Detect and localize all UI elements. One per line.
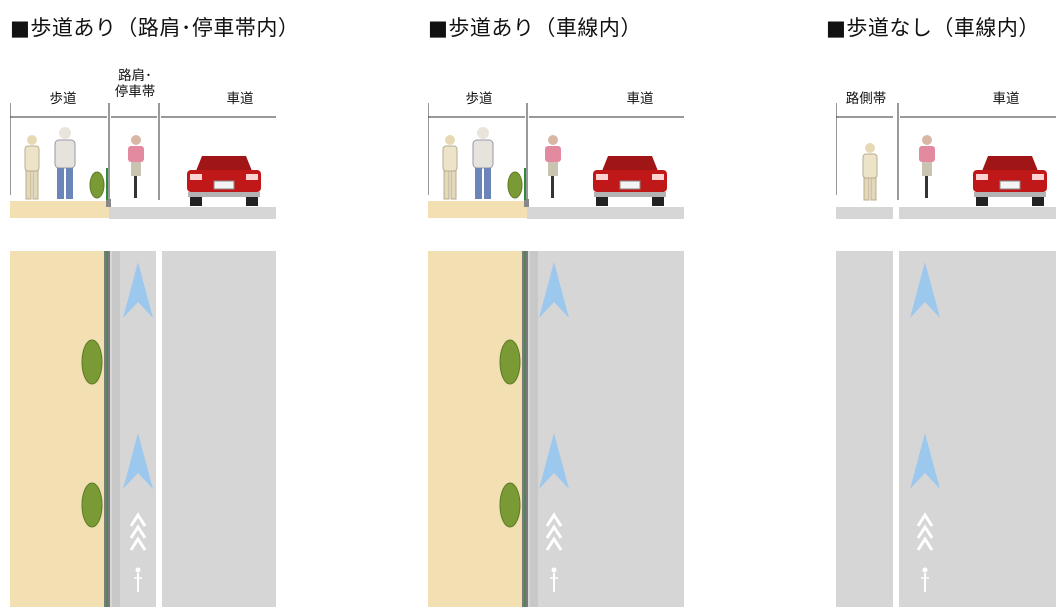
curb-section [524,199,529,207]
panel-title: ■歩道あり（路肩･停車帯内） [10,16,300,40]
panel-3-drawing [836,103,1056,607]
roadway-plan [528,251,684,607]
car-icon [187,156,261,206]
cyclist-icon [128,135,144,198]
dimension-lines [428,103,684,200]
pedestrian-icon [442,135,458,200]
roadway-plan [162,251,276,607]
bicycle-marking [916,512,934,592]
panel-title: ■歩道あり（車線内） [428,16,642,40]
sidewalk-section [10,201,109,218]
sidewalk-plan [428,251,522,607]
curb-section [106,199,111,207]
bicycle-marking [129,512,147,592]
road-section [527,207,684,219]
arrow-icon [123,262,153,318]
dimension-lines [836,103,1056,200]
shrubs-plan [499,339,521,528]
pedestrian-icon [472,127,494,199]
label-sidewalk: 歩道 [465,91,493,107]
road-section [899,207,1056,219]
dimension-lines [10,103,276,200]
car-icon [973,156,1047,206]
panel-1-drawing [10,103,276,607]
bicycle-marking [545,512,563,592]
arrow-icon [910,433,940,489]
pedestrian-icon [24,135,40,200]
pedestrian-icon [862,143,878,201]
panel-sidewalk-shoulder: ■歩道あり（路肩･停車帯内） 歩道 路肩･ 停車帯 車道 [10,0,310,607]
shrub-icon [507,171,523,199]
arrow-icon [910,262,940,318]
sidewalk-plan [10,251,104,607]
label-roadway: 車道 [626,91,654,107]
label-roadside-strip: 路側帯 [845,91,887,107]
arrow-icon [123,433,153,489]
cyclist-icon [919,135,935,198]
shrubs-plan [81,339,103,528]
panel-sidewalk-in-lane: ■歩道あり（車線内） 歩道 車道 [428,0,728,607]
road-section [109,207,276,219]
label-sidewalk: 歩道 [49,91,77,107]
strip-plan [836,251,893,607]
panel-title: ■歩道なし（車線内） [826,16,1040,40]
roadway-plan [899,251,1056,607]
panel-no-sidewalk: ■歩道なし（車線内） 路側帯 車道 [826,0,1056,607]
fence-post [524,168,526,200]
car-icon [593,156,667,206]
cyclist-icon [545,135,561,198]
strip-section [836,207,893,219]
panel-2-drawing [428,103,684,607]
label-roadway: 車道 [226,91,254,107]
label-shoulder: 路肩･ 停車帯 [114,68,156,100]
arrow-icon [539,262,569,318]
pedestrian-icon [54,127,76,199]
fence-post [106,168,108,200]
arrow-icon [539,433,569,489]
shrub-icon [89,171,105,199]
sidewalk-section [428,201,527,218]
label-roadway: 車道 [992,91,1020,107]
